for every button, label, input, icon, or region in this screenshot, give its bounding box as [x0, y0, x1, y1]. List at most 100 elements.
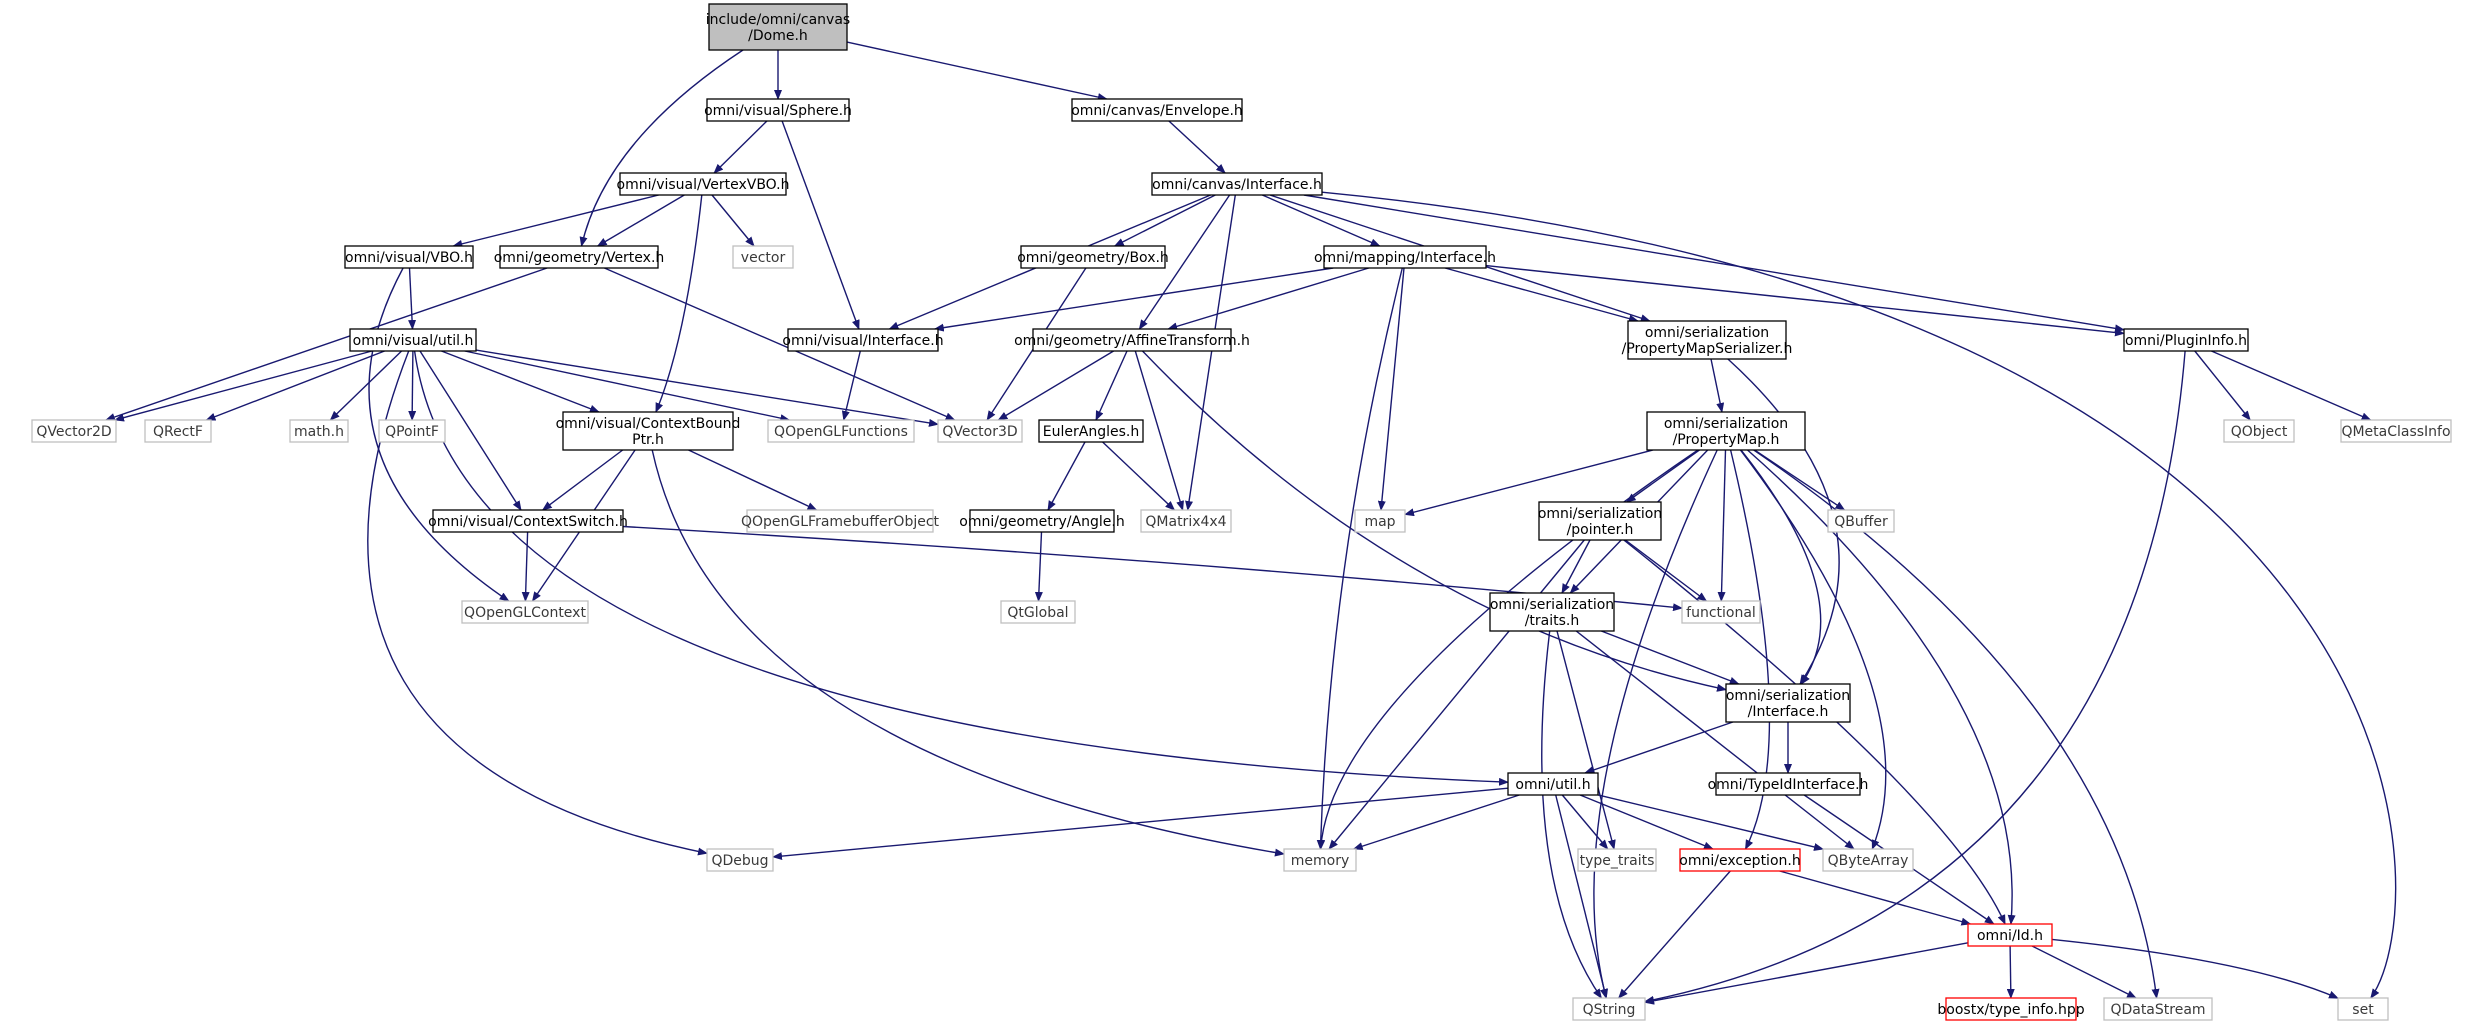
node-propmapser[interactable]: omni/serialization/PropertyMapSerializer…	[1622, 320, 1793, 360]
node-qstring: QString	[1572, 997, 1646, 1021]
node-ctxswitch[interactable]: omni/visual/ContextSwitch.h	[428, 509, 628, 533]
node-omniid[interactable]: omni/Id.h	[1967, 923, 2053, 947]
node-propmap-label-0: omni/serialization	[1664, 416, 1788, 432]
node-visualutil-box	[349, 328, 477, 352]
node-mappinginterface[interactable]: omni/mapping/Interface.h	[1314, 245, 1496, 269]
edge-plugininfo-to-qmetaclass	[2211, 350, 2372, 421]
node-qoglctx-box	[461, 600, 589, 624]
node-traits-box	[1489, 592, 1615, 632]
node-ctxswitch-label-0: omni/visual/ContextSwitch.h	[428, 514, 628, 530]
node-visualutil[interactable]: omni/visual/util.h	[349, 328, 477, 352]
edge-traits-to-serinterface	[1601, 630, 1740, 685]
node-vector-label-0: vector	[741, 250, 786, 266]
edge-affine-to-qmatrix	[1134, 350, 1184, 511]
node-mappinginterface-box	[1323, 245, 1487, 269]
edge-affine-to-serinterface	[1141, 350, 1727, 692]
node-dome-label-0: include/omni/canvas	[706, 12, 850, 28]
node-propmapser-label-1: /PropertyMapSerializer.h	[1622, 341, 1793, 357]
node-pointer-label-1: /pointer.h	[1567, 522, 1634, 538]
node-mathh-box	[289, 419, 349, 443]
node-qobject-label-0: QObject	[2231, 424, 2288, 440]
node-ctxbound-label-0: omni/visual/ContextBound	[556, 416, 741, 432]
node-envelope[interactable]: omni/canvas/Envelope.h	[1071, 98, 1243, 122]
edge-visualutil-to-qdebug	[367, 350, 708, 856]
edge-mappinginterface-to-memory	[1316, 267, 1403, 850]
edge-angle-to-qtglobal	[1034, 531, 1043, 602]
node-serinterface[interactable]: omni/serialization/Interface.h	[1725, 683, 1851, 723]
node-set: set	[2337, 997, 2389, 1021]
node-vbo[interactable]: omni/visual/VBO.h	[344, 245, 474, 269]
node-box[interactable]: omni/geometry/Box.h	[1017, 245, 1169, 269]
node-pointer[interactable]: omni/serialization/pointer.h	[1538, 501, 1662, 541]
node-typetraits-box	[1577, 848, 1657, 872]
edge-envelope-to-canvasinterface	[1168, 120, 1226, 174]
node-vector-box	[732, 245, 794, 269]
node-qtglobal: QtGlobal	[1000, 600, 1076, 624]
edge-ctxswitch-to-qoglctx	[521, 531, 530, 602]
node-dome[interactable]: include/omni/canvas/Dome.h	[706, 3, 850, 51]
node-vertexvbo-label-0: omni/visual/VertexVBO.h	[617, 177, 790, 193]
edge-omniutil-to-memory	[1352, 794, 1520, 851]
node-box-box	[1020, 245, 1166, 269]
edge-visualutil-to-mathh	[329, 350, 403, 421]
edge-propmap-to-omniid	[1747, 449, 2016, 925]
node-plugininfo[interactable]: omni/PluginInfo.h	[2123, 328, 2249, 352]
edge-vertex-to-qvector3d	[604, 267, 956, 421]
node-exception-label-0: omni/exception.h	[1679, 853, 1800, 869]
node-map-box	[1354, 509, 1406, 533]
node-sphere[interactable]: omni/visual/Sphere.h	[704, 98, 852, 122]
edge-propmap-to-qdatastream	[1753, 449, 2160, 999]
node-memory-label-0: memory	[1291, 853, 1350, 869]
node-qvector3d: QVector3D	[937, 419, 1023, 443]
edge-mappinginterface-to-propmapser	[1444, 267, 1639, 323]
node-mathh: math.h	[289, 419, 349, 443]
edge-vertex-to-qvector2d	[104, 267, 548, 421]
node-omniutil-box	[1507, 772, 1599, 796]
node-qbuffer: QBuffer	[1827, 509, 1895, 533]
node-qbytearray-box	[1822, 848, 1914, 872]
node-vbo-box	[344, 245, 474, 269]
edge-visualutil-to-omniutil	[413, 350, 1509, 786]
node-qbuffer-label-0: QBuffer	[1834, 514, 1888, 530]
node-memory-box	[1283, 848, 1357, 872]
node-visualinterface[interactable]: omni/visual/Interface.h	[782, 328, 944, 352]
node-qmetaclass-box	[2340, 419, 2452, 443]
node-exception[interactable]: omni/exception.h	[1679, 848, 1801, 872]
edge-mappinginterface-to-plugininfo	[1485, 264, 2125, 337]
node-qdebug: QDebug	[706, 848, 774, 872]
node-vertexvbo[interactable]: omni/visual/VertexVBO.h	[617, 172, 790, 196]
edge-pointer-to-memory	[1328, 539, 1585, 850]
edge-canvasinterface-to-plugininfo	[1303, 194, 2125, 333]
node-ctxbound-box	[562, 411, 734, 451]
node-boostx[interactable]: boostx/type_info.hpp	[1937, 997, 2085, 1021]
edge-traits-to-qstring	[1541, 630, 1602, 999]
edge-vertexvbo-to-vbo	[452, 194, 659, 248]
node-canvasinterface[interactable]: omni/canvas/Interface.h	[1151, 172, 1323, 196]
node-euler[interactable]: EulerAngles.h	[1038, 419, 1144, 443]
edge-traits-to-typetraits	[1556, 630, 1616, 850]
node-propmap[interactable]: omni/serialization/PropertyMap.h	[1646, 411, 1806, 451]
node-qpointf-label-0: QPointF	[385, 424, 439, 440]
node-qvector3d-box	[937, 419, 1023, 443]
node-affine[interactable]: omni/geometry/AffineTransform.h	[1014, 328, 1250, 352]
node-qbytearray: QByteArray	[1822, 848, 1914, 872]
node-propmap-label-1: /PropertyMap.h	[1673, 432, 1780, 448]
node-propmapser-label-0: omni/serialization	[1645, 325, 1769, 341]
node-qmatrix-label-0: QMatrix4x4	[1145, 514, 1226, 530]
edge-visualutil-to-qrectf	[205, 350, 385, 421]
node-omniutil[interactable]: omni/util.h	[1507, 772, 1599, 796]
node-qvector2d-label-0: QVector2D	[36, 424, 111, 440]
node-vertex[interactable]: omni/geometry/Vertex.h	[494, 245, 665, 269]
edge-euler-to-angle	[1047, 441, 1086, 511]
node-qoglfbo-label-0: QOpenGLFramebufferObject	[741, 514, 940, 530]
node-typeidif-box	[1715, 772, 1861, 796]
node-typeidif[interactable]: omni/TypeIdInterface.h	[1708, 772, 1869, 796]
node-sphere-box	[706, 98, 850, 122]
node-qmetaclass: QMetaClassInfo	[2340, 419, 2452, 443]
edge-omniutil-to-qdebug	[772, 787, 1509, 861]
edge-propmap-to-qbytearray	[1739, 449, 1887, 850]
node-angle[interactable]: omni/geometry/Angle.h	[959, 509, 1125, 533]
node-traits[interactable]: omni/serialization/traits.h	[1489, 592, 1615, 632]
